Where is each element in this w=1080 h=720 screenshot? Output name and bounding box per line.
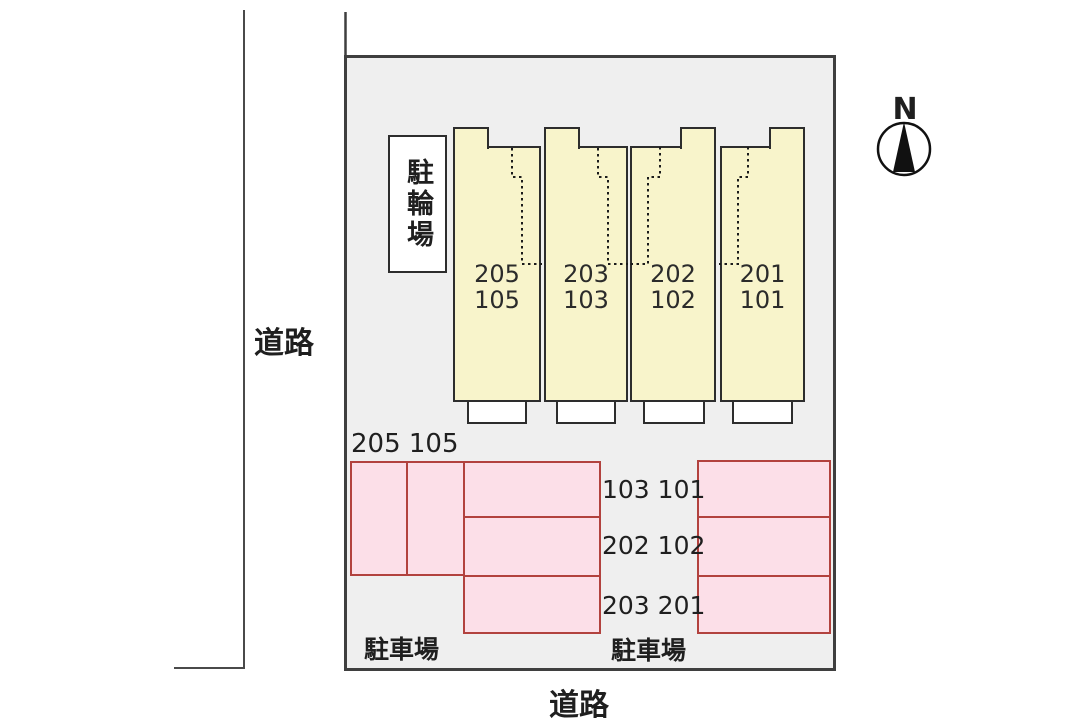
parking-stall-row-right-1 [697,460,831,518]
building-unit-205-105-label: 205 105 [453,261,541,313]
compass-circle [876,121,932,177]
building-unit-201-101-tab [769,127,805,149]
parking-row-label-202-102: 202 102 [602,531,706,560]
parking-stall-row-left-1 [463,461,601,518]
entrance-porch-3 [643,400,705,424]
unit-number-lower: 105 [474,286,520,314]
bottom-road-label: 道路 [549,688,609,720]
parking-stall-row-right-3 [697,575,831,634]
unit-number-lower: 102 [650,286,696,314]
parking-stall-row-left-2 [463,516,601,577]
entrance-porch-1 [467,400,527,424]
building-unit-201-101-label: 201 101 [720,261,805,313]
parking-lot-label-left: 駐車場 [364,635,440,664]
parking-stall-vertical-1 [350,461,408,576]
entrance-porch-4 [732,400,793,424]
compass-needle-icon [893,122,915,172]
parking-stall-vertical-2 [406,461,465,576]
parking-header-205-105: 205 105 [351,429,459,459]
building-unit-205-105-tab [453,127,489,149]
unit-number-lower: 103 [563,286,609,314]
unit-number-lower: 101 [739,286,786,314]
bicycle-parking-box: 駐輪場 [388,135,447,273]
compass-n-label: N [892,92,918,127]
bicycle-parking-label: 駐輪場 [402,157,433,251]
left-road-label: 道路 [254,326,314,361]
parking-stall-row-left-3 [463,575,601,634]
unit-number-upper: 202 [650,260,696,288]
parking-stall-row-right-2 [697,516,831,577]
unit-number-upper: 203 [563,260,609,288]
building-unit-203-103-label: 203 103 [544,261,628,313]
entrance-porch-2 [556,400,616,424]
unit-number-upper: 201 [739,260,786,288]
building-unit-202-102-tab [680,127,716,149]
building-unit-203-103-tab [544,127,580,149]
parking-row-label-103-101: 103 101 [602,475,706,504]
parking-row-label-203-201: 203 201 [602,591,706,620]
unit-number-upper: 205 [474,260,520,288]
parking-lot-label-right: 駐車場 [611,636,687,665]
building-unit-202-102-label: 202 102 [630,261,716,313]
